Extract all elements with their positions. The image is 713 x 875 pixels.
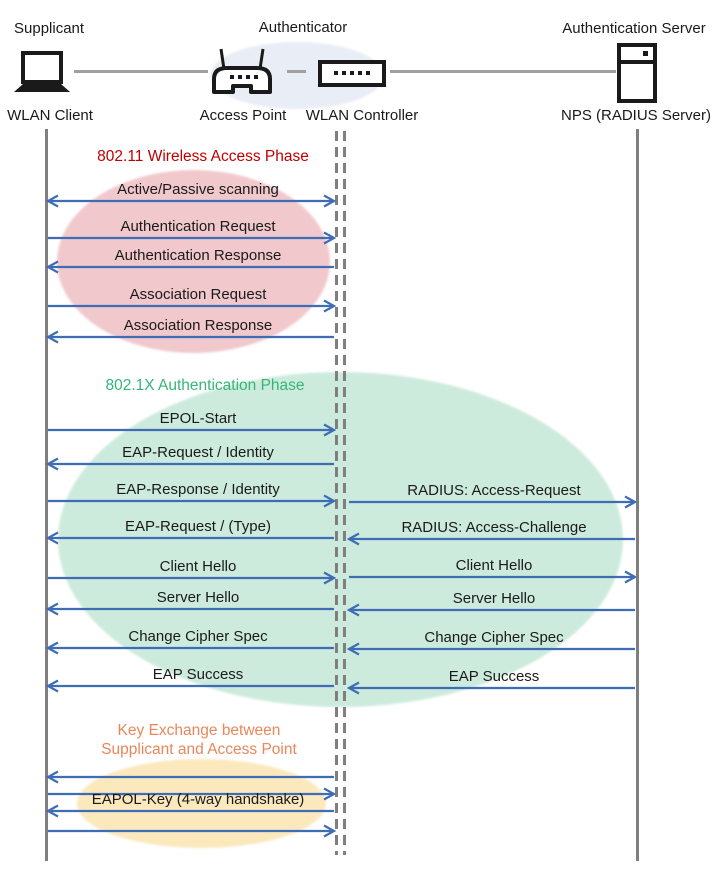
arrowhead-icon	[323, 231, 337, 245]
arrowhead-icon	[45, 194, 59, 208]
message-label: Authentication Request	[120, 218, 276, 235]
device-label-wlan-controller: WLAN Controller	[305, 107, 419, 124]
message-label: EAP-Request / Identity	[122, 444, 274, 461]
access-point-icon	[212, 48, 272, 94]
arrowhead-icon	[45, 260, 59, 274]
message-label: Active/Passive scanning	[117, 181, 279, 198]
device-label-access-point: Access Point	[199, 107, 287, 124]
supplicant-lifeline	[45, 129, 48, 861]
message-label: Server Hello	[452, 590, 536, 607]
controller-lifeline-dash-left	[335, 131, 338, 855]
message-label: EAP-Request / (Type)	[125, 518, 271, 535]
arrowhead-icon	[323, 494, 337, 508]
message-label: Association Request	[129, 286, 267, 303]
message-label: Client Hello	[159, 558, 237, 575]
arrowhead-icon	[45, 804, 59, 818]
wlan-controller-icon	[318, 60, 386, 87]
role-authenticator: Authenticator	[258, 19, 348, 36]
connector-ap-controller	[287, 70, 306, 73]
arrowhead-icon	[323, 824, 337, 838]
arrowhead-icon	[624, 495, 638, 509]
message-label: Server Hello	[156, 589, 240, 606]
message-label: RADIUS: Access-Request	[407, 482, 581, 499]
arrowhead-icon	[45, 531, 59, 545]
device-label-wlan-client: WLAN Client	[7, 107, 93, 124]
message-label: EAPOL-Key (4-way handshake)	[91, 791, 305, 808]
arrowhead-icon	[346, 681, 360, 695]
arrowhead-icon	[346, 642, 360, 656]
device-label-nps-radius-server: NPS (RADIUS Server)	[560, 107, 712, 124]
arrowhead-icon	[323, 423, 337, 437]
arrowhead-icon	[323, 571, 337, 585]
arrowhead-icon	[346, 532, 360, 546]
arrowhead-icon	[323, 787, 337, 801]
arrowhead-icon	[45, 330, 59, 344]
phase-title-80211: 802.11 Wireless Access Phase	[97, 148, 309, 165]
message-label: Change Cipher Spec	[424, 629, 564, 646]
auth-server-lifeline	[636, 129, 639, 861]
message-label: EAP Success	[152, 666, 244, 683]
arrowhead-icon	[323, 299, 337, 313]
arrowhead-icon	[323, 194, 337, 208]
message-label: Association Response	[123, 317, 273, 334]
message-label: Change Cipher Spec	[128, 628, 268, 645]
message-label: EAP Success	[448, 668, 540, 685]
phase-title-8021x: 802.1X Authentication Phase	[105, 377, 305, 394]
arrowhead-icon	[346, 603, 360, 617]
message-label: Client Hello	[455, 557, 533, 574]
arrowhead-icon	[45, 602, 59, 616]
message-label: EAP-Response / Identity	[116, 481, 280, 498]
message-label: EPOL-Start	[159, 410, 237, 427]
phase-title-key-exchange: Key Exchange between Supplicant and Acce…	[101, 722, 297, 758]
message-label: RADIUS: Access-Challenge	[401, 519, 587, 536]
arrowhead-icon	[45, 770, 59, 784]
role-supplicant: Supplicant	[14, 20, 85, 37]
server-icon	[617, 43, 657, 103]
message-label: Authentication Response	[114, 247, 282, 264]
phase-ellipse-key-exchange	[77, 759, 326, 848]
arrowhead-icon	[45, 457, 59, 471]
arrowhead-icon	[45, 641, 59, 655]
connector-controller-server	[390, 70, 616, 73]
controller-lifeline-dash-right	[343, 131, 346, 855]
laptop-icon	[14, 51, 70, 92]
connector-client-ap	[74, 70, 208, 73]
arrowhead-icon	[45, 679, 59, 693]
role-authentication-server: Authentication Server	[562, 20, 706, 37]
arrowhead-icon	[624, 570, 638, 584]
